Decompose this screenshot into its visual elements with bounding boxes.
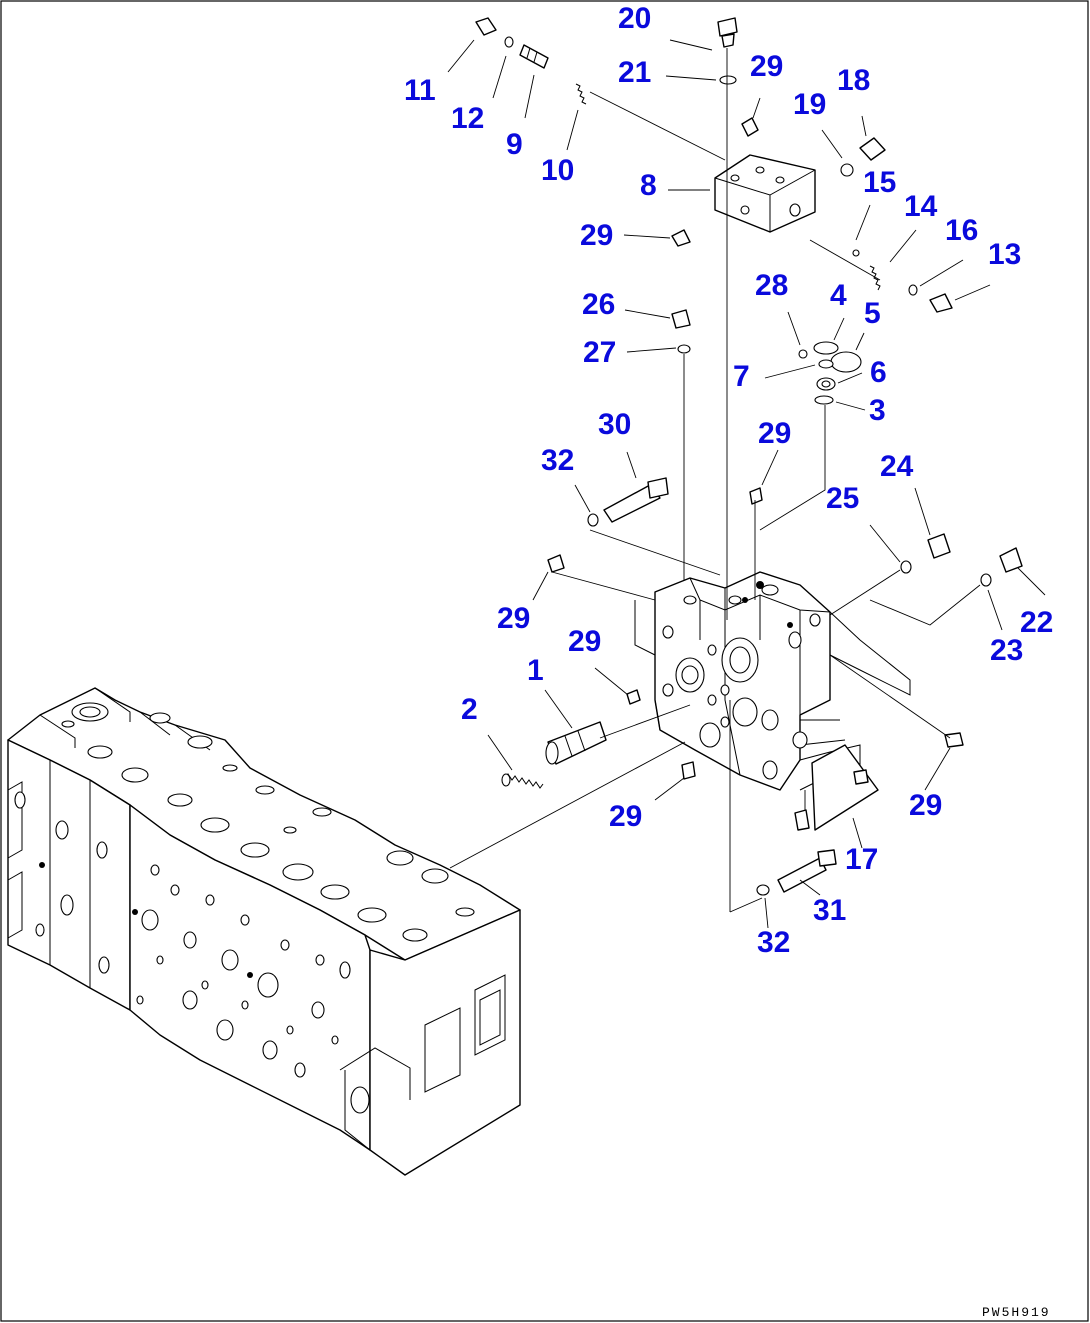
drawing-code: PW5H919 [982, 1305, 1051, 1320]
callout-16: 16 [945, 214, 978, 247]
callout-28: 28 [755, 269, 788, 302]
callout-8: 8 [640, 169, 657, 202]
assembly-lines [447, 39, 1046, 929]
callout-5: 5 [864, 297, 881, 330]
callout-14: 14 [904, 190, 938, 223]
callout-32: 32 [757, 926, 790, 959]
callout-25: 25 [826, 482, 859, 515]
callout-12: 12 [451, 102, 484, 135]
small-parts [475, 17, 1023, 896]
callout-1: 1 [527, 654, 544, 687]
callout-20: 20 [618, 2, 651, 35]
callout-9: 9 [506, 128, 523, 161]
main-valve-body [7, 687, 521, 1176]
callout-19: 19 [793, 88, 826, 121]
callout-10: 10 [541, 154, 574, 187]
callout-29: 29 [497, 602, 530, 635]
callout-6: 6 [870, 356, 887, 389]
callout-32: 32 [541, 444, 574, 477]
callout-15: 15 [863, 166, 896, 199]
callout-4: 4 [830, 279, 847, 312]
callout-29: 29 [758, 417, 791, 450]
callout-2: 2 [461, 693, 478, 726]
callout-29: 29 [609, 800, 642, 833]
callout-29: 29 [909, 789, 942, 822]
callout-22: 22 [1020, 606, 1053, 639]
callout-23: 23 [990, 634, 1023, 667]
callout-13: 13 [988, 238, 1021, 271]
callout-21: 21 [618, 56, 651, 89]
upper-block [714, 154, 816, 233]
callout-17: 17 [845, 843, 878, 876]
callout-7: 7 [733, 360, 750, 393]
section-valve-block [634, 571, 911, 791]
callout-24: 24 [880, 450, 914, 483]
callout-3: 3 [869, 394, 886, 427]
callout-29: 29 [750, 50, 783, 83]
callout-30: 30 [598, 408, 631, 441]
callout-29: 29 [580, 219, 613, 252]
callout-27: 27 [583, 336, 616, 369]
callout-labels: 20 21 29 18 19 11 12 9 10 8 15 14 16 13 … [404, 2, 1053, 959]
callout-26: 26 [582, 288, 615, 321]
callout-29: 29 [568, 625, 601, 658]
callout-11: 11 [404, 74, 436, 107]
callout-18: 18 [837, 64, 870, 97]
callout-31: 31 [813, 894, 846, 927]
